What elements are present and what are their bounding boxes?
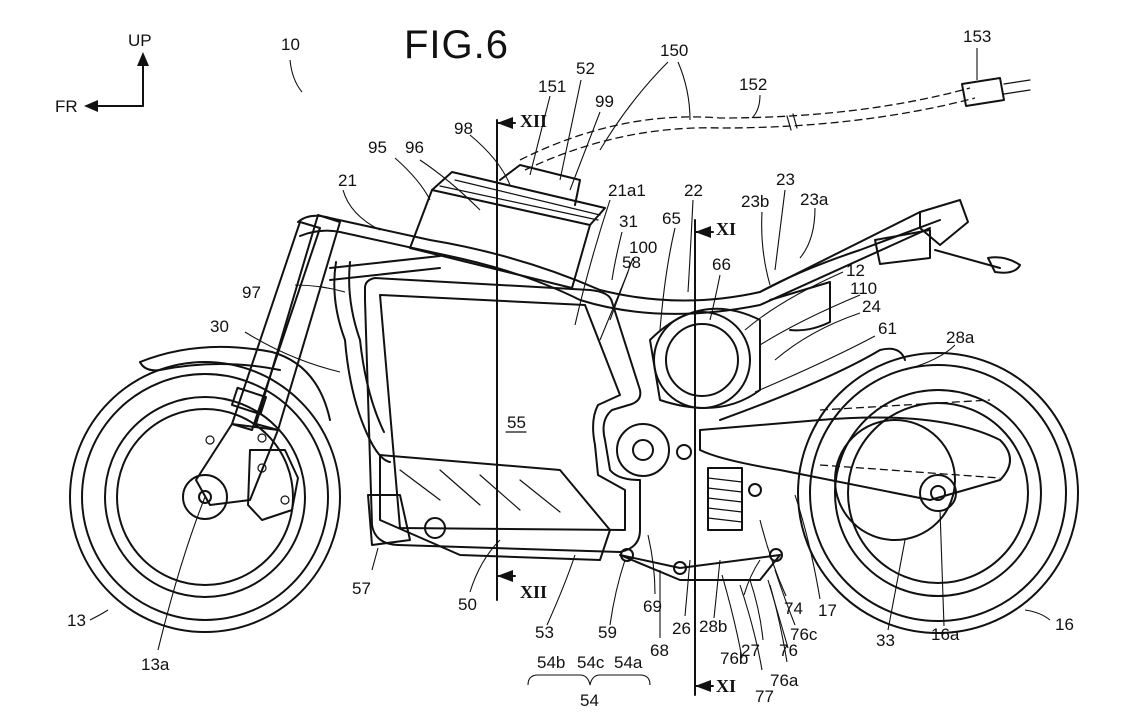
front-fork (195, 214, 341, 506)
label-33: 33 (876, 631, 895, 650)
label-152: 152 (739, 75, 767, 94)
label-52: 52 (576, 59, 595, 78)
label-16a: 16a (931, 625, 960, 644)
label-28b: 28b (699, 617, 727, 636)
label-16: 16 (1055, 615, 1074, 634)
label-53: 53 (535, 623, 554, 642)
label-110: 110 (850, 279, 877, 298)
drive-pulley (616, 423, 670, 477)
label-59: 59 (598, 623, 617, 642)
label-69: 69 (643, 597, 662, 616)
label-98: 98 (454, 119, 473, 138)
direction-indicator: UP FR (55, 31, 152, 116)
label-95: 95 (368, 138, 387, 157)
label-12: 12 (846, 261, 865, 280)
swing-arm-17 (699, 347, 1011, 501)
under-frame-50 (367, 454, 611, 561)
label-74: 74 (784, 599, 803, 618)
label-50: 50 (458, 595, 477, 614)
label-22: 22 (684, 181, 703, 200)
label-77: 77 (755, 687, 774, 706)
label-151: 151 (538, 77, 566, 96)
label-58: 58 (622, 253, 641, 272)
up-arrow-icon (137, 52, 149, 66)
reference-numerals: 10 150 153 52 151 152 99 98 96 95 21 21a… (67, 27, 1074, 710)
label-150: 150 (660, 41, 688, 60)
label-23: 23 (776, 170, 795, 189)
label-99: 99 (595, 92, 614, 111)
label-54a: 54a (614, 653, 643, 672)
figure-title: FIG.6 (404, 23, 509, 67)
label-153: 153 (963, 27, 991, 46)
battery-55: 55 (364, 277, 642, 553)
section-xii-bottom: XII (520, 582, 547, 602)
leader-lines (89, 48, 1051, 686)
charger-96 (409, 164, 606, 289)
label-61: 61 (878, 319, 897, 338)
label-54c: 54c (577, 653, 605, 672)
label-13: 13 (67, 611, 86, 630)
label-21: 21 (338, 171, 357, 190)
label-30: 30 (210, 317, 229, 336)
up-label: UP (128, 31, 152, 50)
label-76: 76 (779, 641, 798, 660)
charging-cable (519, 77, 1031, 171)
label-97: 97 (242, 283, 261, 302)
label-100: 100 (629, 238, 657, 257)
section-xi-top: XI (716, 219, 736, 239)
label-57: 57 (352, 579, 371, 598)
front-wheel (69, 345, 341, 633)
front-label: FR (55, 97, 78, 116)
rear-wheel (797, 352, 1079, 634)
label-23a: 23a (800, 190, 829, 209)
label-28a: 28a (946, 328, 975, 347)
label-54b: 54b (537, 653, 565, 672)
label-68: 68 (650, 641, 669, 660)
label-54: 54 (580, 691, 599, 710)
label-23b: 23b (741, 192, 769, 211)
label-55: 55 (507, 413, 526, 432)
label-13a: 13a (141, 655, 170, 674)
label-27: 27 (741, 641, 760, 660)
label-31: 31 (619, 212, 638, 231)
label-24: 24 (862, 297, 881, 316)
label-26: 26 (672, 619, 691, 638)
label-76b: 76b (720, 649, 748, 668)
label-76a: 76a (770, 671, 799, 690)
label-17: 17 (818, 601, 837, 620)
label-66: 66 (712, 255, 731, 274)
label-96: 96 (405, 138, 424, 157)
section-lines: XII XII XI XI (496, 111, 736, 696)
front-arrow-icon (84, 100, 98, 112)
main-frame (297, 199, 1021, 463)
label-21a1: 21a1 (608, 181, 646, 200)
motor-12 (649, 307, 761, 409)
label-76c: 76c (790, 625, 818, 644)
section-xii-top: XII (520, 111, 547, 131)
section-xi-bottom: XI (716, 676, 736, 696)
label-65: 65 (662, 209, 681, 228)
label-10: 10 (281, 35, 300, 54)
rear-suspension (619, 444, 783, 581)
